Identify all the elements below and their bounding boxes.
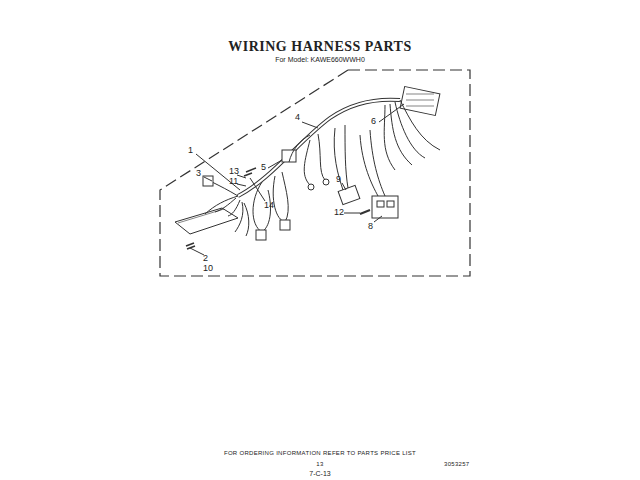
model-subtitle: For Model: KAWE660WWH0 — [0, 56, 640, 63]
dashed-boundary — [160, 70, 470, 276]
callout-number: 5 — [261, 163, 266, 172]
leader-line — [374, 216, 382, 222]
callout-number: 1 — [188, 146, 193, 155]
connector-block — [175, 208, 238, 234]
pin-terminal — [360, 210, 370, 214]
callout-number: 2 — [203, 254, 208, 263]
leader-line — [237, 184, 246, 186]
leader-line — [344, 213, 360, 214]
connector-block — [338, 185, 360, 204]
wire — [360, 130, 385, 196]
connector-pin — [387, 201, 394, 207]
connector-block — [372, 196, 398, 218]
leader-line — [196, 154, 240, 190]
document-number: 3053257 — [444, 461, 469, 467]
terminal — [256, 230, 266, 240]
leader-line — [204, 177, 212, 181]
pin-terminal — [244, 168, 256, 176]
callout-number: 8 — [368, 222, 373, 231]
leader-line — [302, 122, 318, 128]
callout-number: 12 — [334, 208, 344, 217]
callout-number: 6 — [371, 117, 376, 126]
wire — [334, 125, 348, 190]
wire — [289, 135, 310, 162]
wire — [304, 134, 325, 185]
wire-bundle — [205, 196, 249, 236]
wire-loop — [273, 172, 288, 222]
handwritten-note: 7-C-13 — [0, 470, 640, 477]
wire-bundle — [384, 100, 440, 170]
callout-number: 13 — [229, 167, 239, 176]
ring-terminal — [308, 184, 314, 190]
callout-number: 11 — [229, 177, 238, 186]
callout-number: 9 — [336, 175, 341, 184]
leader-line — [379, 104, 404, 122]
harness-trunk-inner — [238, 100, 400, 196]
leader-line — [342, 183, 346, 190]
title: WIRING HARNESS PARTS — [0, 40, 640, 54]
callout-number: 10 — [203, 264, 213, 273]
callout-number: 3 — [196, 169, 201, 178]
leader-line — [250, 178, 265, 201]
harness-trunk — [238, 100, 400, 196]
page-number: 13 — [0, 461, 640, 467]
callout-number: 4 — [295, 113, 300, 122]
leader-line — [268, 160, 282, 168]
ring-terminal — [323, 179, 329, 185]
callout-number: 14 — [264, 201, 274, 210]
leader-line — [190, 248, 204, 255]
connector-block — [203, 176, 213, 186]
connector-pins — [406, 94, 434, 106]
footer-note: FOR ORDERING INFORMATION REFER TO PARTS … — [0, 450, 640, 456]
connector-pin — [377, 201, 384, 207]
terminal — [280, 220, 290, 230]
